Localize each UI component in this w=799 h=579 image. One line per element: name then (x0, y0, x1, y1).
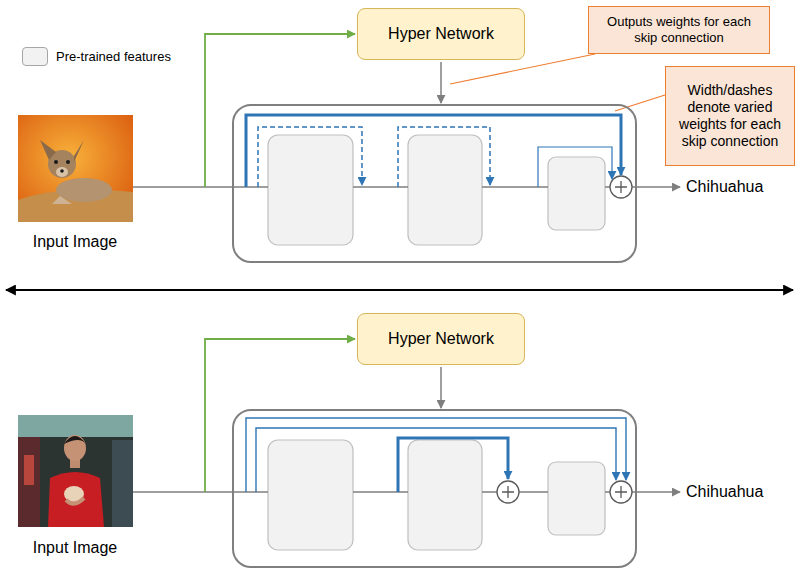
feature-block (548, 157, 605, 230)
feature-block (408, 135, 482, 245)
dog-paws (52, 196, 72, 204)
sum-node (610, 481, 632, 503)
plus-sign (615, 181, 627, 193)
input-to-hypernet (205, 34, 355, 187)
leader-line (615, 95, 665, 111)
dog-body (56, 178, 112, 202)
panel-divider (6, 289, 793, 291)
photo-chihuahua (18, 115, 133, 222)
photo-ground (18, 115, 133, 222)
flow-arrow (632, 186, 680, 188)
image-caption: Input Image (33, 232, 118, 251)
dog-eye (54, 160, 58, 164)
callout-box: Width/dashes denote varied weights for e… (665, 66, 795, 166)
dog-eye (66, 160, 70, 164)
callout-box: Outputs weights for each skip connection (588, 6, 770, 54)
person-shirt (48, 472, 104, 527)
dog-ear (74, 140, 84, 162)
dog-nose (60, 169, 64, 173)
model-container (233, 410, 636, 567)
weights-arrow (440, 367, 442, 408)
photo-clutter (112, 440, 133, 527)
plus-sign (502, 486, 514, 498)
feature-block (268, 135, 353, 245)
dog-ear (40, 140, 56, 160)
photo-clutter (18, 437, 40, 527)
photo-clutter (24, 455, 34, 485)
prediction-label: Chihuahua (686, 177, 763, 196)
node-text: Hyper Network (388, 24, 494, 43)
person-head (64, 435, 86, 461)
skip-connection (398, 127, 490, 187)
skip-connection (538, 147, 612, 187)
legend-swatch (22, 47, 48, 66)
skip-connection (256, 428, 616, 492)
sum-node (610, 176, 632, 198)
model-container (233, 105, 636, 262)
photo-ceiling (18, 415, 133, 437)
feature-block (548, 462, 605, 535)
feature-block (268, 440, 353, 550)
image-caption: Input Image (33, 538, 118, 557)
skip-connection (258, 127, 362, 187)
weights-arrow (440, 62, 442, 103)
person-hair (64, 436, 86, 444)
prediction-label: Chihuahua (686, 482, 763, 501)
flow-arrow (632, 491, 680, 493)
person-hands (66, 498, 84, 504)
node-text: Hyper Network (388, 329, 494, 348)
feature-block (408, 440, 482, 550)
plus-sign (615, 486, 627, 498)
sum-node (497, 481, 519, 503)
hypernetwork-box: Hyper Network (357, 313, 525, 365)
skip-connection (246, 115, 621, 187)
hypernetwork-box: Hyper Network (357, 8, 525, 60)
legend-text: Pre-trained features (56, 49, 171, 65)
skip-connection (398, 438, 508, 492)
photo-ground (18, 415, 133, 527)
node-text: Outputs weights for each skip connection (597, 14, 761, 45)
node-text: Width/dashes denote varied weights for e… (674, 82, 786, 149)
input-to-hypernet (205, 339, 355, 492)
skip-connection (246, 418, 626, 492)
dog-snout (56, 167, 68, 177)
photo-person-with-chihuahua (18, 415, 133, 527)
